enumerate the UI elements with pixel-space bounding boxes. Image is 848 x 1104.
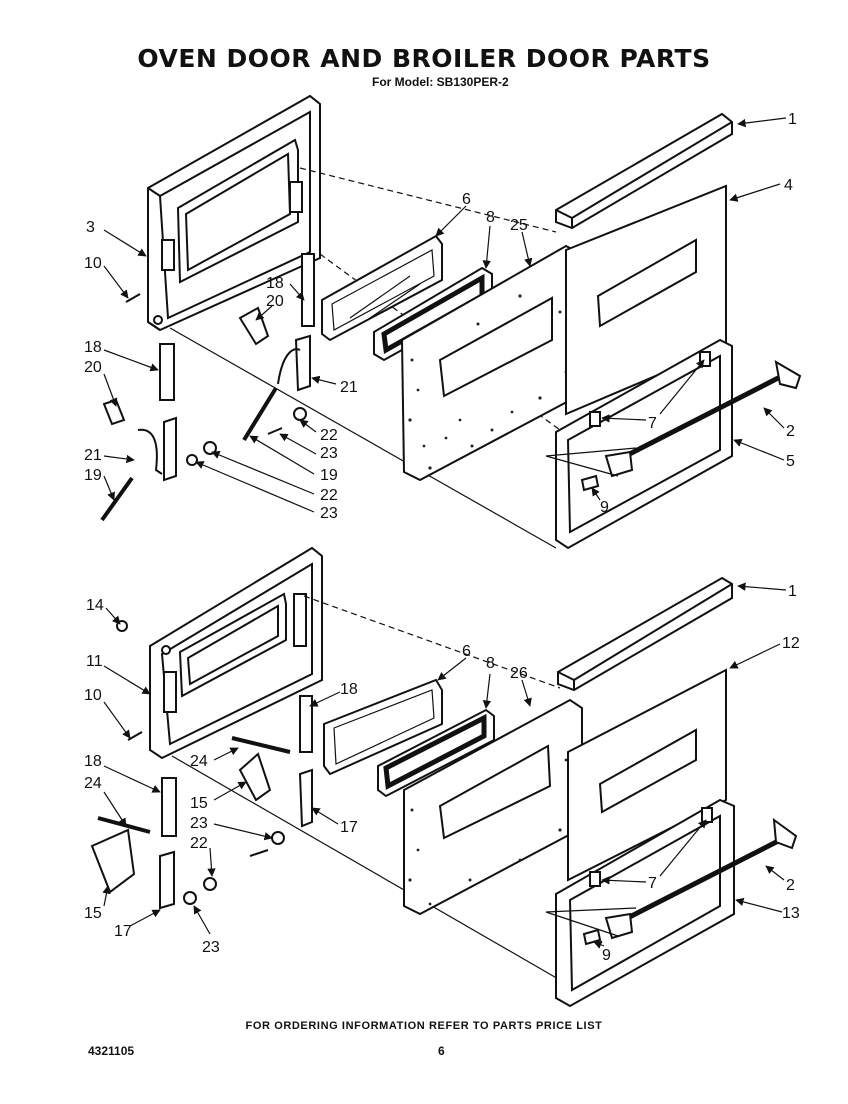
broiler-door-assembly (90, 546, 798, 1008)
callout-number: 21 (84, 447, 102, 464)
callout-number: 20 (266, 293, 284, 310)
oven-door-assembly (100, 94, 802, 550)
callout-labels-top: 1 4 3 10 6 8 25 18 20 18 20 21 7 2 22 23… (84, 111, 797, 522)
inner-door-frame (147, 94, 321, 332)
callout-number: 7 (648, 875, 657, 892)
callout-number: 24 (84, 775, 102, 792)
callout-number: 23 (320, 505, 338, 522)
page-title: OVEN DOOR AND BROILER DOOR PARTS (137, 44, 711, 73)
callout-number: 9 (602, 947, 611, 964)
callout-number: 21 (340, 379, 358, 396)
door-insulation (400, 244, 579, 482)
callout-number: 17 (340, 819, 358, 836)
callout-number: 10 (84, 255, 102, 272)
callout-number: 18 (84, 753, 102, 770)
broiler-window-gasket (377, 708, 495, 798)
callout-number: 11 (86, 653, 103, 670)
callout-number: 22 (320, 487, 338, 504)
callout-number: 22 (190, 835, 208, 852)
callout-number: 23 (202, 939, 220, 956)
broiler-insulation (403, 698, 583, 916)
callout-number: 20 (84, 359, 102, 376)
callout-number: 22 (320, 427, 338, 444)
callout-number: 18 (84, 339, 102, 356)
callout-number: 1 (788, 583, 797, 600)
callout-number: 26 (510, 665, 528, 682)
callout-number: 2 (786, 423, 795, 440)
door-trim (555, 112, 733, 230)
broiler-outer-panel (567, 668, 727, 882)
callout-labels-bottom: 1 14 12 6 8 26 11 18 10 24 18 24 15 17 2… (84, 583, 800, 964)
callout-number: 8 (486, 655, 495, 672)
callout-number: 9 (600, 499, 609, 516)
callout-number: 2 (786, 877, 795, 894)
callout-number: 19 (84, 467, 102, 484)
broiler-window-glass (323, 678, 443, 776)
callout-number: 14 (86, 597, 104, 614)
ordering-note: FOR ORDERING INFORMATION REFER TO PARTS … (245, 1020, 603, 1032)
page-number: 6 (438, 1044, 445, 1058)
leader-lines (102, 117, 787, 949)
broiler-door-handle (604, 817, 798, 940)
document-number: 4321105 (88, 1044, 135, 1058)
callout-number: 24 (190, 753, 208, 770)
callout-number: 23 (320, 445, 338, 462)
callout-number: 3 (86, 219, 95, 236)
callout-number: 8 (486, 209, 495, 226)
callout-number: 19 (320, 467, 338, 484)
callout-number: 10 (84, 687, 102, 704)
callout-number: 6 (462, 191, 471, 208)
callout-number: 18 (340, 681, 358, 698)
callout-number: 7 (648, 415, 657, 432)
callout-number: 6 (462, 643, 471, 660)
callout-number: 13 (782, 905, 800, 922)
callout-number: 23 (190, 815, 208, 832)
door-handle (604, 360, 802, 478)
callout-number: 18 (266, 275, 284, 292)
broiler-inner-frame (149, 546, 323, 760)
callout-number: 25 (510, 217, 528, 234)
callout-number: 1 (788, 111, 797, 128)
broiler-frame-bottom (555, 798, 735, 1008)
hinge-parts-bottom (90, 620, 713, 946)
model-label: For Model: SB130PER-2 (372, 75, 509, 89)
callout-number: 4 (784, 177, 793, 194)
callout-number: 15 (190, 795, 208, 812)
callout-number: 17 (114, 923, 132, 940)
callout-number: 5 (786, 453, 795, 470)
callout-number: 12 (782, 635, 800, 652)
broiler-door-trim (557, 576, 733, 692)
callout-number: 15 (84, 905, 102, 922)
